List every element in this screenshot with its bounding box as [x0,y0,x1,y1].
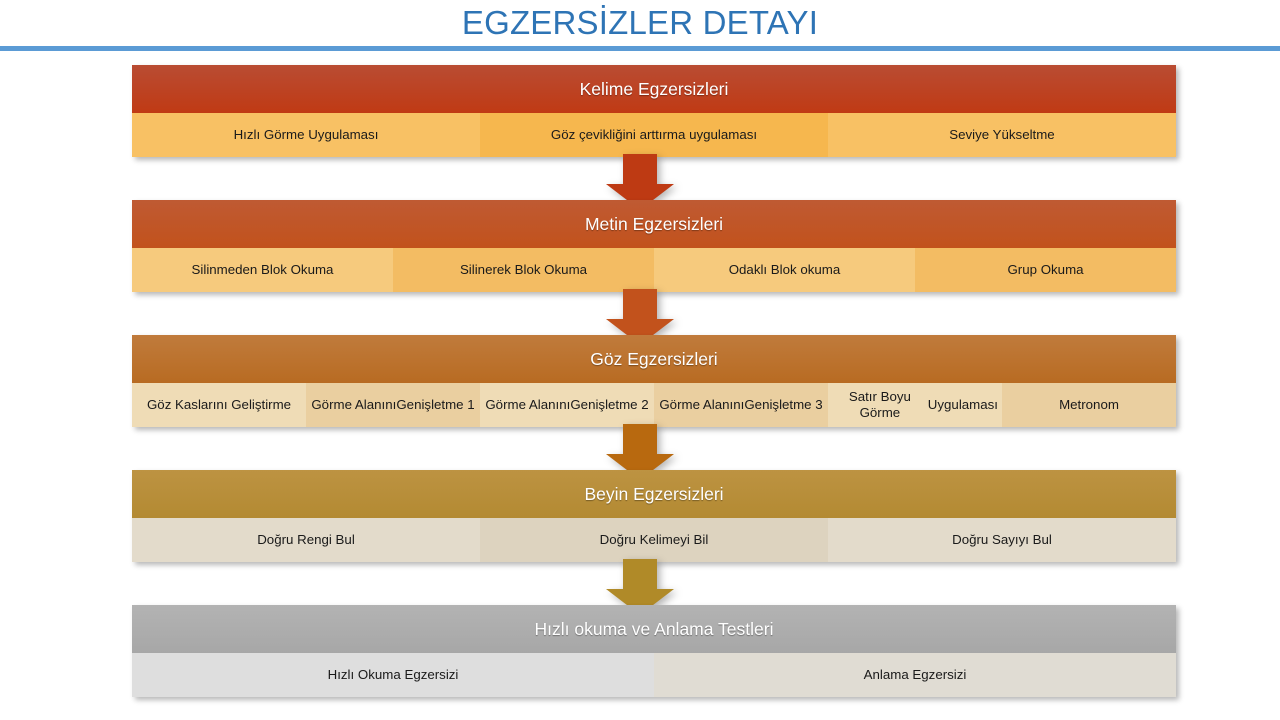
flow-cell[interactable]: Hızlı Görme Uygulaması [132,113,480,157]
flow-cell-label: Uygulaması [927,397,998,413]
flow-cell[interactable]: Silinmeden Blok Okuma [132,248,393,292]
flow-cell-label: Genişletme 1 [396,397,475,413]
flow-cell-label: Doğru Kelimeyi Bil [599,532,709,548]
flow-row-cells: Doğru Rengi Bul Doğru Kelimeyi Bil Doğru S… [132,518,1176,562]
flow-cell-label: Metronom [1059,397,1119,413]
arrow-shaft [623,154,657,184]
flow-cell[interactable]: Odaklı Blok okuma [654,248,915,292]
flow-row-header[interactable]: Göz Egzersizleri [132,335,1176,383]
flow-cell[interactable]: Hızlı Okuma Egzersizi [132,653,654,697]
flow-cell[interactable]: Göz çevikliğini arttırma uygulaması [480,113,828,157]
flow-cell[interactable]: Silinerek Blok Okuma [393,248,654,292]
flow-cell-label: Göz Kaslarını Geliştirme [146,397,292,413]
arrow-shaft [623,424,657,454]
flow-cell[interactable]: Doğru Rengi Bul [132,518,480,562]
flow-cell-label: Görme Alanını [485,397,571,413]
flow-cell-label: Anlama Egzersizi [863,667,967,683]
arrow-shaft [623,289,657,319]
flow-row-header[interactable]: Beyin Egzersizleri [132,470,1176,518]
flow-cell-label: Grup Okuma [1007,262,1084,278]
flow-cell-label: Silinerek Blok Okuma [459,262,588,278]
arrow-shaft [623,559,657,589]
flow-cell-label: Hızlı Okuma Egzersizi [327,667,459,683]
flow-cell-label: Odaklı Blok okuma [728,262,841,278]
flow-row-header[interactable]: Hızlı okuma ve Anlama Testleri [132,605,1176,653]
flow-cell-label: Göz çevikliğini arttırma uygulaması [550,127,758,143]
flow-row-header[interactable]: Metin Egzersizleri [132,200,1176,248]
flow-row-header[interactable]: Kelime Egzersizleri [132,65,1176,113]
flow-cell-label: Satır Boyu Görme [848,389,911,420]
flow-cell-label: Hızlı Görme Uygulaması [233,127,379,143]
flow-arrow-down-icon [606,424,674,480]
flow-row-cells: Hızlı Görme Uygulaması Göz çevikliğini ar… [132,113,1176,157]
flow-cell-label: Silinmeden Blok Okuma [191,262,334,278]
flow-cell[interactable]: Seviye Yükseltme [828,113,1176,157]
flow-cell[interactable]: Anlama Egzersizi [654,653,1176,697]
flow-row-cells: Hızlı Okuma Egzersizi Anlama Egzersizi [132,653,1176,697]
flow-cell[interactable]: Grup Okuma [915,248,1176,292]
flow-row-cells: Silinmeden Blok Okuma Silinerek Blok Okum… [132,248,1176,292]
flow-cell-label: Doğru Sayıyı Bul [952,532,1052,548]
flow-cell-label: Görme Alanını [311,397,397,413]
flow-cell-label: Görme Alanını [659,397,745,413]
flow-cell[interactable]: Doğru Kelimeyi Bil [480,518,828,562]
flow-cell[interactable]: Metronom [1002,383,1176,427]
flow-cell-label: Genişletme 3 [744,397,823,413]
flow-cell[interactable]: Satır Boyu Görme Uygulaması [828,383,1002,427]
title-divider [0,46,1280,51]
flow-cell[interactable]: Doğru Sayıyı Bul [828,518,1176,562]
page-title: EGZERSİZLER DETAYI [461,4,819,41]
flow-cell[interactable]: Göz Kaslarını Geliştirme [132,383,306,427]
flow-cell-label: Genişletme 2 [570,397,649,413]
flow-cell-label: Doğru Rengi Bul [257,532,355,548]
flow-cell-label: Seviye Yükseltme [949,127,1055,143]
